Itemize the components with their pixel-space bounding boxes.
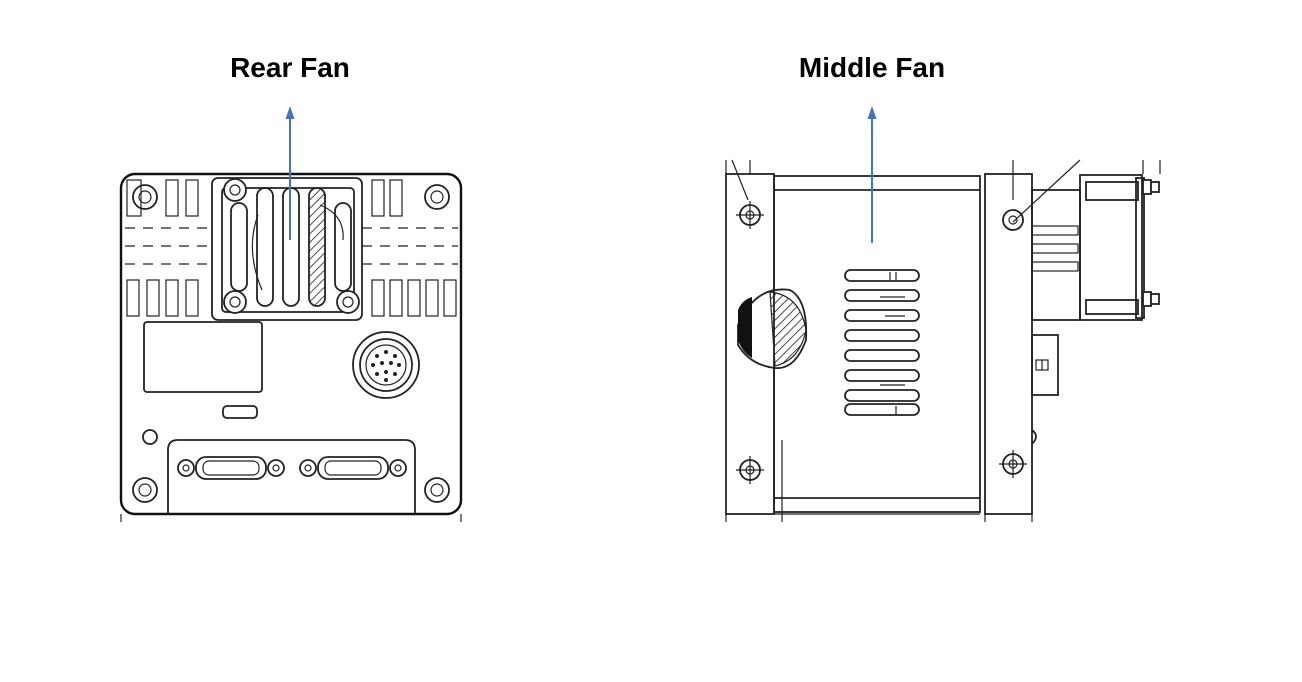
side-front-section xyxy=(725,159,808,522)
side-rear-fan-module xyxy=(1079,160,1161,321)
rear-usb-port xyxy=(222,405,258,419)
rear-fan-cover xyxy=(211,177,363,321)
rear-fins-right xyxy=(362,179,458,317)
middle-fan-arrow xyxy=(867,106,877,243)
rear-corner-screws xyxy=(132,184,450,503)
middle-fan-label: Middle Fan xyxy=(798,52,946,83)
rear-circular-connector xyxy=(352,331,420,399)
rear-connector-bay xyxy=(167,439,416,514)
rear-led xyxy=(142,429,158,445)
rear-fins-left xyxy=(125,179,215,317)
side-main-body xyxy=(773,175,981,515)
side-rear-section xyxy=(984,159,1081,522)
side-vent-slots xyxy=(844,269,920,416)
rear-view-drawing xyxy=(119,106,463,522)
rear-label-panel xyxy=(143,321,263,393)
rear-fan-label: Rear Fan xyxy=(230,52,350,83)
rear-fan-arrow xyxy=(285,106,295,240)
side-view-drawing xyxy=(725,106,1161,522)
